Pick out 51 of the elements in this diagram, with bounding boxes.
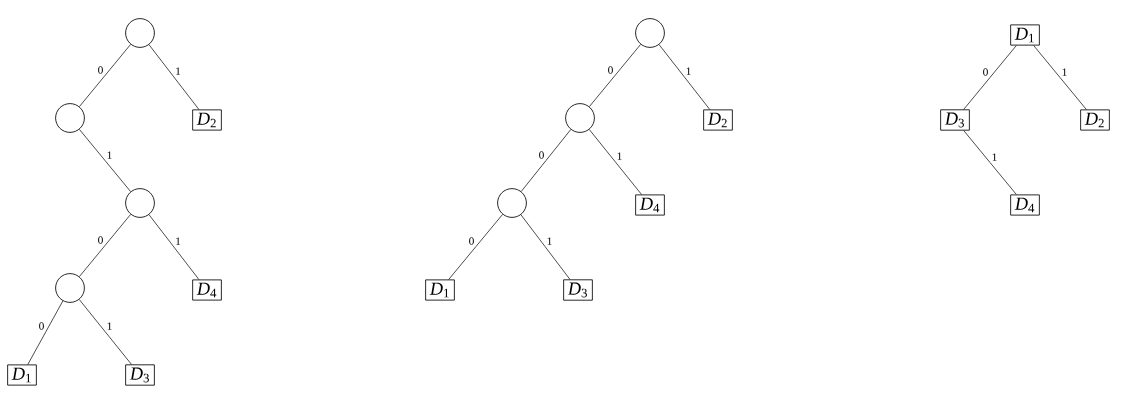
tree-edge bbox=[1033, 45, 1087, 110]
leaf-box: D$_{2}$ bbox=[703, 109, 733, 131]
tree-node-circle bbox=[55, 273, 85, 303]
tree-edge bbox=[148, 44, 200, 110]
edge-label: 1 bbox=[545, 236, 554, 247]
edge-label: 1 bbox=[684, 66, 693, 77]
edge-label: 0 bbox=[981, 66, 990, 78]
tree-edge bbox=[79, 44, 131, 107]
tree-edge bbox=[963, 45, 1017, 110]
leaf-box: D$_{1}$ bbox=[7, 364, 37, 386]
edge-label: 0 bbox=[96, 64, 105, 76]
tree-node-circle bbox=[635, 18, 665, 48]
leaf-box: D$_{2}$ bbox=[192, 109, 222, 131]
tree-edge bbox=[27, 300, 64, 365]
edge-label: 1 bbox=[1060, 67, 1069, 78]
tree-node-circle bbox=[497, 188, 527, 218]
tree-edge bbox=[520, 214, 571, 280]
tree-edge bbox=[963, 130, 1017, 195]
leaf-box: D$_{4}$ bbox=[635, 194, 665, 216]
edge-label: 0 bbox=[467, 235, 476, 247]
tree-node-circle bbox=[565, 103, 595, 133]
tree-edge bbox=[520, 129, 572, 192]
edge-label: 1 bbox=[990, 152, 999, 163]
tree-edge bbox=[448, 214, 503, 280]
edge-label: 0 bbox=[606, 64, 615, 76]
tree-edge bbox=[78, 299, 132, 365]
tree-edge bbox=[79, 129, 131, 192]
tree-edge bbox=[148, 214, 200, 280]
leaf-box: D$_{4}$ bbox=[1010, 194, 1040, 216]
leaf-box: D$_{2}$ bbox=[1080, 109, 1110, 131]
edge-label: 1 bbox=[615, 151, 624, 162]
tree-edge bbox=[588, 129, 642, 195]
tree-node-circle bbox=[55, 103, 85, 133]
tree-edge bbox=[658, 44, 711, 110]
edge-label: 0 bbox=[537, 149, 546, 161]
leaf-box: D$_{3}$ bbox=[125, 364, 155, 386]
leaf-box: D$_{1}$ bbox=[1010, 24, 1040, 46]
tree-node-circle bbox=[125, 18, 155, 48]
leaf-box: D$_{3}$ bbox=[940, 109, 970, 131]
leaf-box: D$_{1}$ bbox=[425, 279, 455, 301]
leaf-box: D$_{3}$ bbox=[563, 279, 593, 301]
edge-label: 1 bbox=[105, 150, 114, 161]
leaf-box: D$_{4}$ bbox=[192, 279, 222, 301]
tree-edge bbox=[79, 214, 131, 277]
tree-edge bbox=[589, 44, 641, 107]
edge-label: 0 bbox=[37, 320, 46, 332]
edge-label: 1 bbox=[173, 236, 183, 247]
edge-label: 1 bbox=[173, 66, 183, 77]
edge-label: 0 bbox=[96, 234, 105, 246]
edge-label: 1 bbox=[105, 321, 114, 332]
tree-node-circle bbox=[125, 188, 155, 218]
